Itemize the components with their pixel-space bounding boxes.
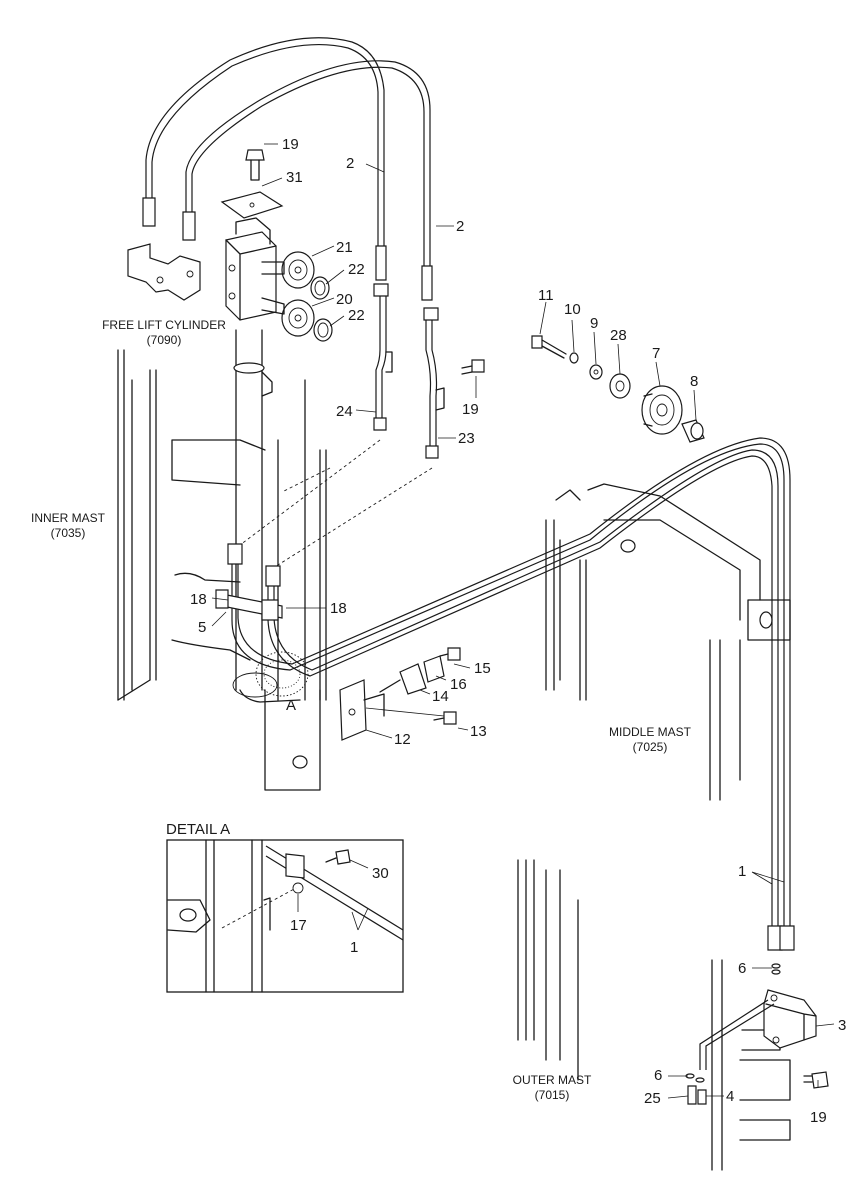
bolt-19-top	[245, 149, 265, 181]
dashed-guide-3	[281, 467, 331, 493]
callout-6-lower: 6	[654, 1067, 662, 1084]
fitting-25-4	[687, 1085, 707, 1105]
washer-9-inner	[593, 369, 599, 375]
callout-19-mid: 19	[462, 401, 479, 418]
callout-2-right: 2	[456, 218, 464, 235]
callout-4: 4	[726, 1088, 734, 1105]
outer-mast-label: OUTER MAST	[513, 1073, 592, 1087]
callout-28: 28	[610, 327, 627, 344]
callout-11: 11	[538, 287, 554, 304]
section-labels: FREE LIFT CYLINDER (7090) INNER MAST (70…	[31, 318, 692, 1102]
tube-23	[423, 307, 445, 459]
detail-a-marker: A	[286, 697, 296, 714]
pulley-7	[641, 385, 683, 435]
dashed-guide-1	[235, 439, 381, 549]
pulley-21	[261, 251, 315, 289]
outer-mast	[517, 859, 791, 1171]
ring-22-upper	[310, 276, 330, 300]
tube-24	[373, 283, 393, 431]
middle-mast	[545, 483, 791, 801]
callout-24: 24	[336, 403, 353, 420]
callout-16: 16	[450, 676, 467, 693]
bracket-3	[763, 989, 817, 1049]
outer-mast-code: (7015)	[535, 1088, 570, 1102]
callout-31: 31	[286, 169, 303, 186]
washer-10	[569, 352, 579, 364]
callout-18-left: 18	[190, 591, 207, 608]
detail-a-zone	[255, 651, 309, 697]
callout-25: 25	[644, 1090, 661, 1107]
tube-lower	[699, 999, 775, 1070]
leader-lines	[211, 143, 835, 1099]
callout-22-upper: 22	[348, 261, 365, 278]
callout-7: 7	[652, 345, 660, 362]
ring-22-upper-inner	[314, 280, 326, 296]
hose-1	[227, 437, 795, 951]
callout-13: 13	[470, 723, 487, 740]
washers-6	[685, 963, 781, 1083]
callout-1-detail: 1	[350, 939, 358, 956]
bolt-15	[439, 647, 461, 661]
bracket-14	[379, 663, 427, 695]
callout-6-upper: 6	[738, 960, 746, 977]
pulley-20	[261, 297, 315, 337]
free-lift-cylinder-code: (7090)	[147, 333, 182, 347]
plate-31	[220, 191, 284, 219]
callout-1: 1	[738, 863, 746, 880]
callout-3: 3	[838, 1017, 846, 1034]
callout-30: 30	[372, 865, 389, 882]
callout-9: 9	[590, 315, 598, 332]
bracket-hose-guide	[365, 707, 445, 717]
callout-19-bottom: 19	[810, 1109, 827, 1126]
ring-22-lower-inner	[317, 322, 329, 338]
callout-8: 8	[690, 373, 698, 390]
callout-17: 17	[290, 917, 307, 934]
callout-18-right: 18	[330, 600, 347, 617]
callout-15: 15	[474, 660, 491, 677]
bolt-19-mid	[461, 359, 485, 375]
callout-12: 12	[394, 731, 411, 748]
bolt-19-bottom	[803, 1071, 829, 1089]
free-lift-cylinder-label: FREE LIFT CYLINDER	[102, 318, 226, 332]
callout-21: 21	[336, 239, 353, 256]
bolt-13	[433, 711, 457, 725]
hose-2	[142, 37, 433, 301]
dashed-guide-2	[269, 467, 433, 571]
spacer-8	[681, 419, 705, 443]
inner-mast	[117, 349, 327, 791]
clamp-5	[215, 589, 283, 621]
callout-10: 10	[564, 301, 581, 318]
callout-20: 20	[336, 291, 353, 308]
middle-mast-label: MIDDLE MAST	[609, 725, 692, 739]
washer-9	[589, 364, 603, 380]
bracket-12	[339, 679, 385, 741]
callout-2-left: 2	[346, 155, 354, 172]
callout-23: 23	[458, 430, 475, 447]
detail-a-title: DETAIL A	[166, 821, 230, 838]
callout-19-top: 19	[282, 136, 299, 153]
callout-14: 14	[432, 688, 449, 705]
inner-mast-label: INNER MAST	[31, 511, 106, 525]
callout-labels: 19 31 2 2 21 22 20 22 24 19 23 11 10 9 2…	[190, 136, 846, 1126]
callout-22-lower: 22	[348, 307, 365, 324]
callout-5: 5	[198, 619, 206, 636]
ring-22-lower	[313, 318, 333, 342]
middle-mast-code: (7025)	[633, 740, 668, 754]
bushing-28	[609, 373, 631, 399]
plate-16	[423, 655, 445, 683]
inner-mast-code: (7035)	[51, 526, 86, 540]
bolt-11	[531, 335, 567, 359]
detail-a-box	[166, 839, 404, 993]
